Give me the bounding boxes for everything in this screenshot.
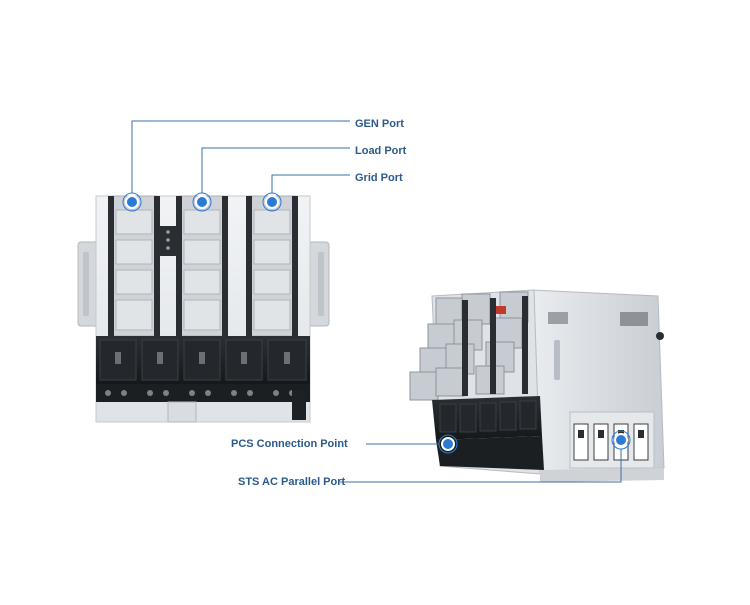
terminal-column-gen xyxy=(108,195,160,337)
angled-breaker-row xyxy=(432,396,542,440)
angled-view-unit xyxy=(409,289,665,482)
angled-terminal-stack xyxy=(409,291,529,401)
load-port-label: Load Port xyxy=(355,145,407,157)
load-port-leader xyxy=(201,147,350,193)
terminal-column-grid xyxy=(246,195,298,337)
breaker-row xyxy=(96,336,310,384)
grid-port-marker xyxy=(265,195,279,209)
sts-ac-parallel-port-label: STS AC Parallel Port xyxy=(238,476,346,488)
grid-port-label: Grid Port xyxy=(355,172,403,184)
front-view-unit xyxy=(77,192,330,423)
grid-port-leader xyxy=(271,174,350,193)
pcs-connection-point-label: PCS Connection Point xyxy=(231,438,348,450)
load-port-marker xyxy=(195,195,209,209)
pcs-connection-point-marker xyxy=(441,437,455,451)
sts-ac-parallel-port-marker xyxy=(614,433,628,447)
sts-ac-parallel-leader xyxy=(340,449,622,483)
terminal-column-load xyxy=(176,195,228,337)
bottom-terminal-strip xyxy=(96,384,310,402)
gen-port-leader xyxy=(131,120,350,193)
gen-port-label: GEN Port xyxy=(355,118,404,130)
gen-port-marker xyxy=(125,195,139,209)
